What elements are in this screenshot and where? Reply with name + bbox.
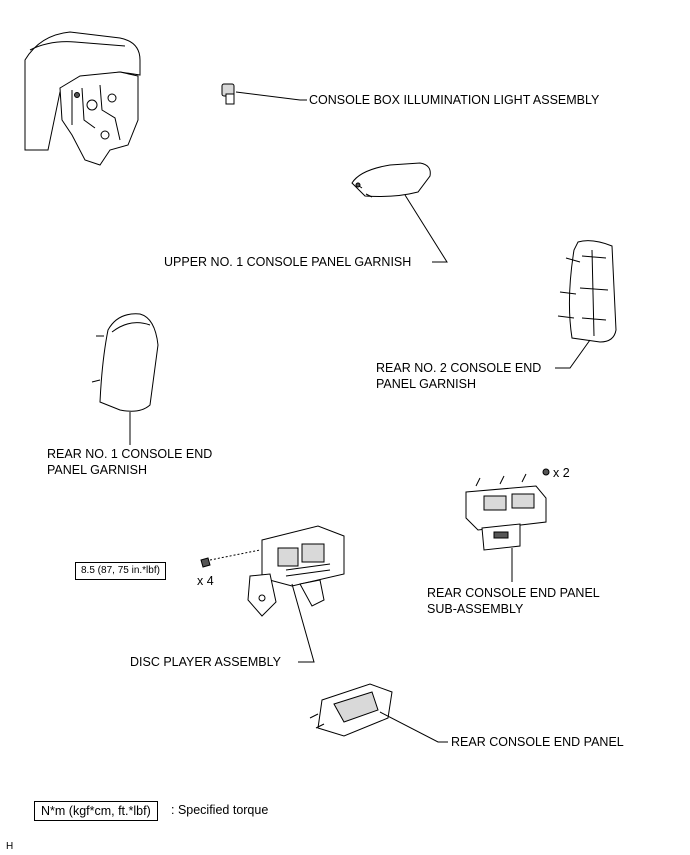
torque-box-disc-player: 8.5 (87, 75 in.*lbf) — [75, 562, 166, 580]
legend-description: : Specified torque — [171, 803, 269, 817]
label-rear-no1-line1: REAR NO. 1 CONSOLE END — [47, 447, 213, 461]
upper-garnish-part — [351, 162, 448, 263]
label-rear-sub-line2: SUB-ASSEMBLY — [427, 602, 524, 616]
label-disc-player: DISC PLAYER ASSEMBLY — [130, 655, 281, 669]
footer-code: H — [6, 841, 14, 852]
label-upper-garnish: UPPER NO. 1 CONSOLE PANEL GARNISH — [164, 255, 412, 269]
rear-no2-garnish-part — [555, 240, 617, 369]
rear-sub-assembly-part — [465, 468, 550, 582]
rear-end-panel-part — [309, 683, 448, 743]
label-rear-end-panel: REAR CONSOLE END PANEL — [451, 735, 624, 749]
label-disc-player-qty: x 4 — [197, 574, 214, 588]
illumination-light-part — [221, 83, 307, 105]
rear-no1-garnish-part — [91, 313, 159, 445]
label-rear-sub-qty: x 2 — [553, 466, 570, 480]
label-rear-sub-line1: REAR CONSOLE END PANEL — [427, 586, 600, 600]
label-rear-no2-line1: REAR NO. 2 CONSOLE END — [376, 361, 542, 375]
label-rear-no1-line2: PANEL GARNISH — [47, 463, 148, 477]
legend-torque-box: N*m (kgf*cm, ft.*lbf) — [34, 801, 158, 821]
label-illumination-light: CONSOLE BOX ILLUMINATION LIGHT ASSEMBLY — [309, 93, 600, 107]
label-rear-no2-line2: PANEL GARNISH — [376, 377, 477, 391]
disc-player-part — [200, 525, 345, 663]
console-overview-illustration — [24, 31, 141, 166]
